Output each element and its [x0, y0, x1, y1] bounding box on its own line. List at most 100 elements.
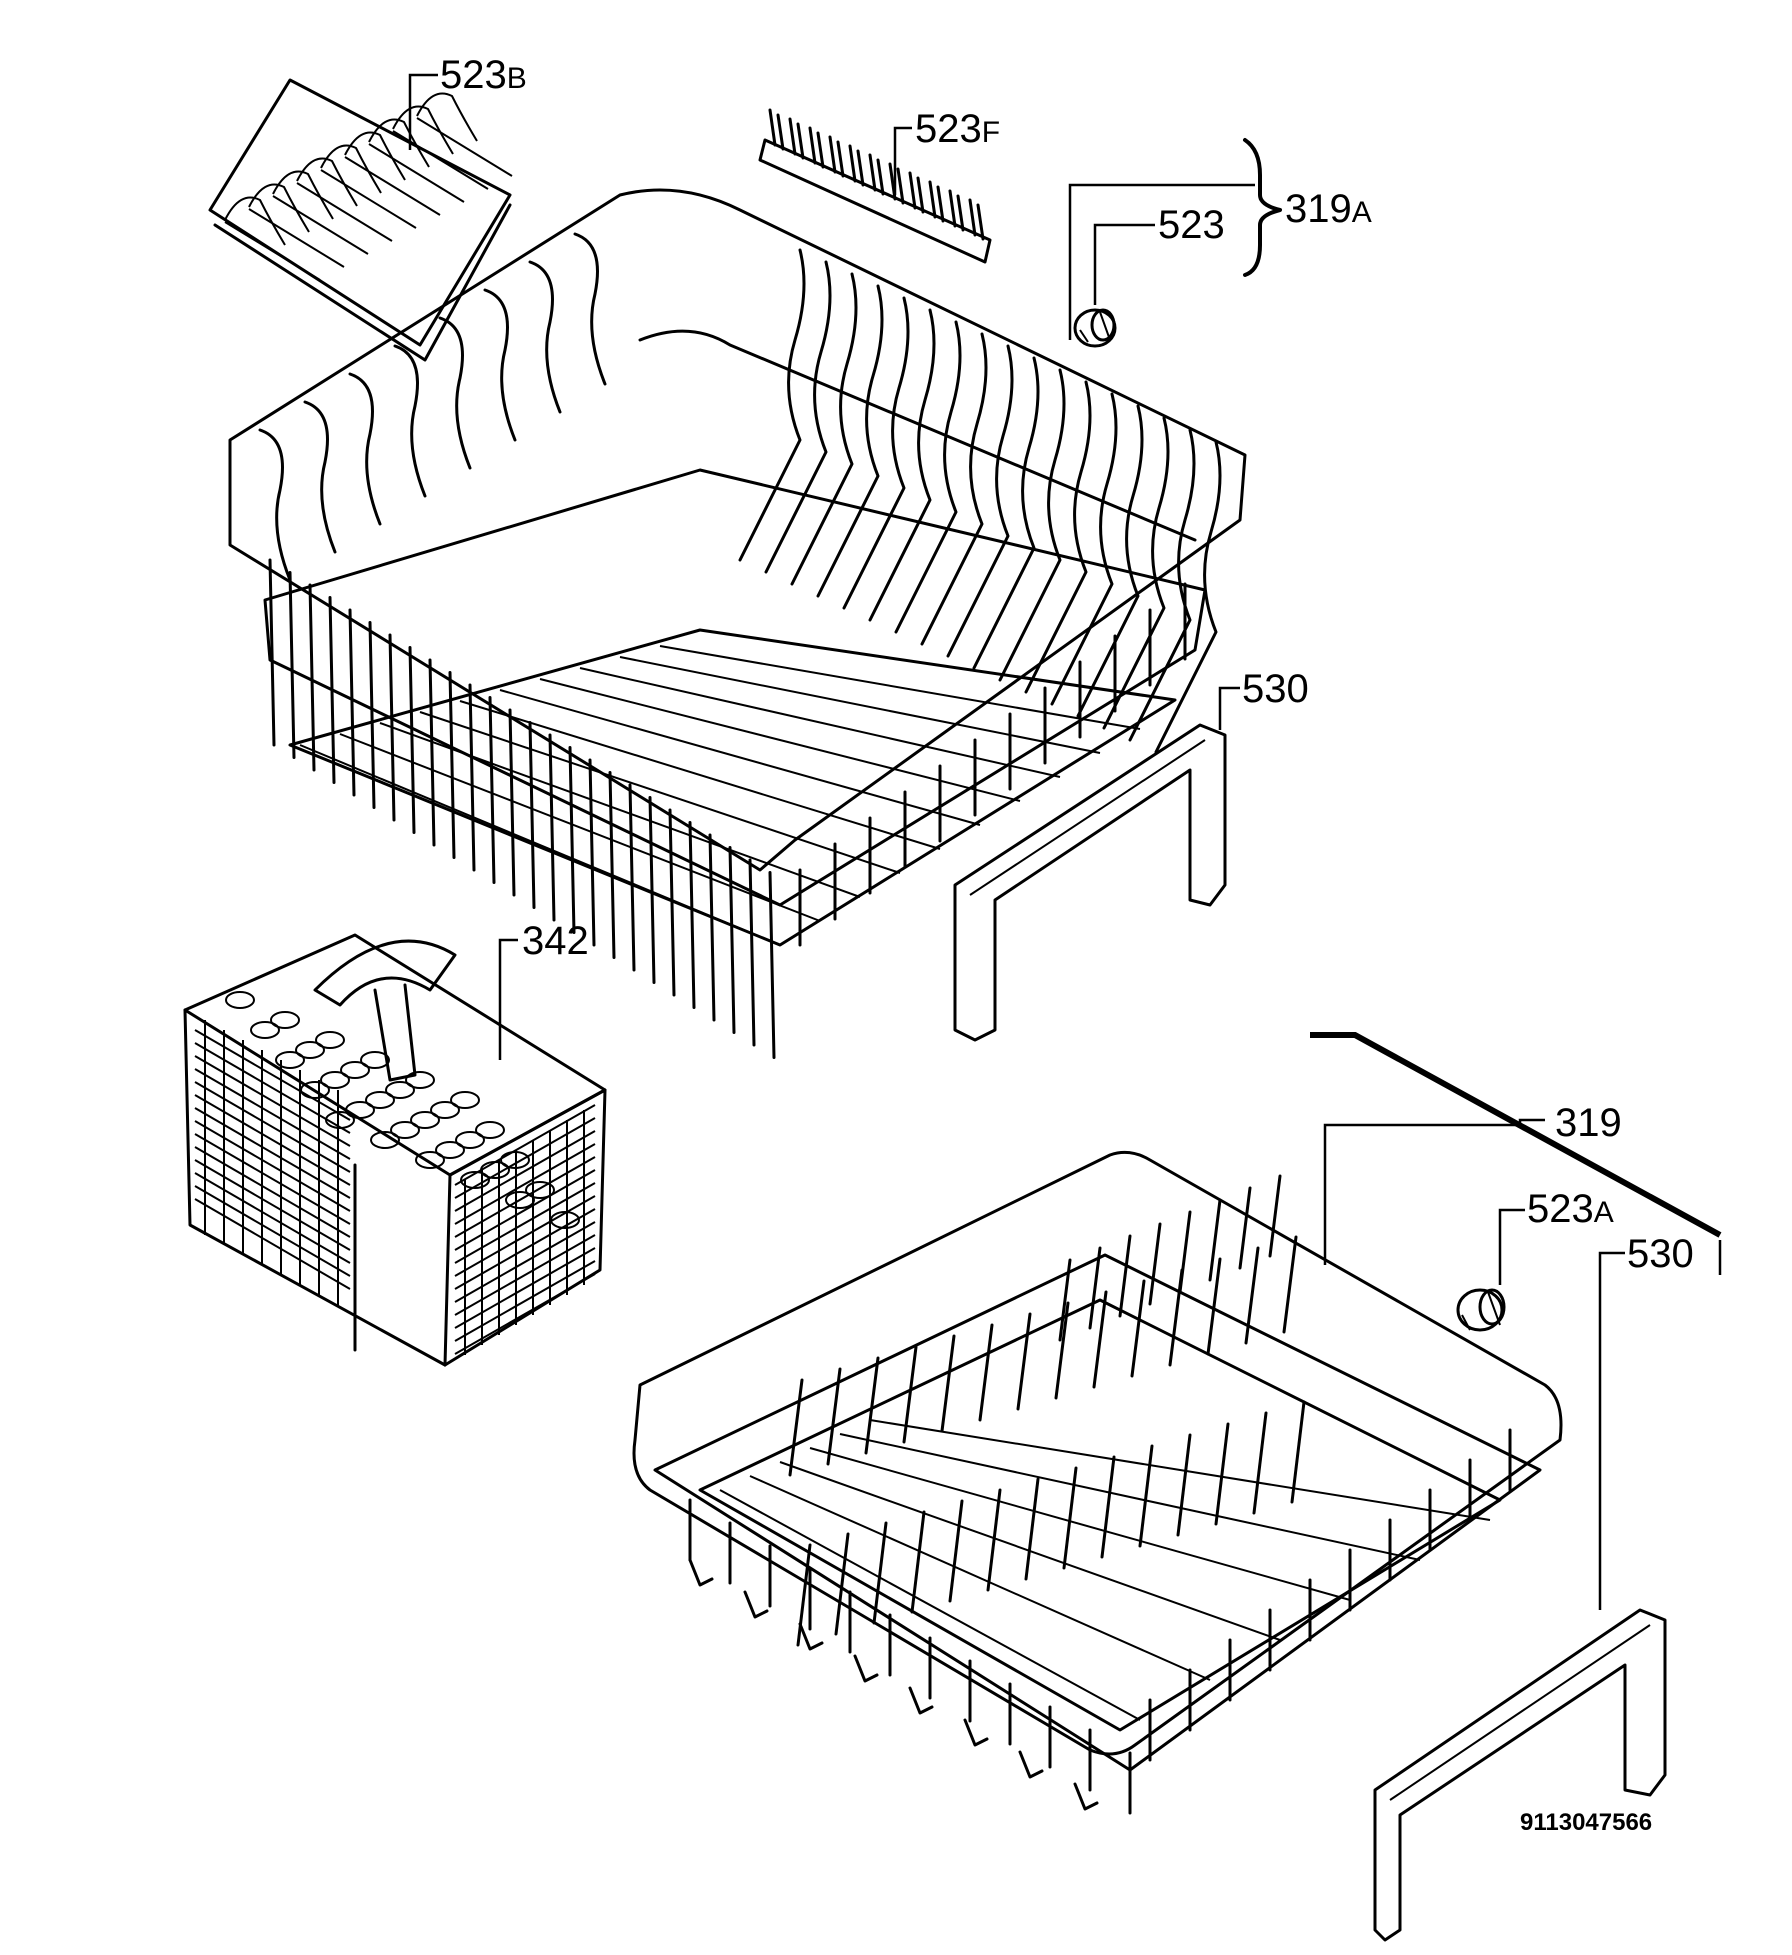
wire [688, 821, 696, 1009]
wire [272, 170, 334, 220]
label-523f: 523F [915, 107, 1000, 151]
wire [224, 196, 286, 246]
wire [1130, 1279, 1146, 1378]
wire [876, 158, 885, 196]
wire [454, 1195, 596, 1277]
wire [868, 308, 936, 622]
wire [1050, 392, 1118, 706]
wire [548, 733, 556, 922]
wire [454, 1117, 596, 1199]
wire [194, 1094, 351, 1186]
wire [1282, 1235, 1298, 1334]
wire [948, 1499, 964, 1603]
wire [1214, 1422, 1230, 1526]
wire [719, 1489, 1141, 1721]
wire [568, 746, 576, 934]
label-523a: 523A [1527, 1187, 1614, 1231]
wire [308, 583, 316, 772]
wire [419, 711, 901, 874]
lid-hole [325, 1111, 355, 1129]
wire [194, 1159, 351, 1251]
wire [764, 260, 832, 574]
wire [194, 1133, 351, 1225]
wire [488, 696, 496, 884]
lid-hole [415, 1151, 445, 1169]
lid-hole [340, 1061, 370, 1079]
lid-hole [370, 1131, 400, 1149]
wire [659, 645, 1141, 730]
lid-hole [525, 1181, 555, 1199]
wire [1238, 1186, 1252, 1270]
wire [776, 113, 785, 151]
wire [454, 1182, 596, 1264]
wire [258, 428, 292, 582]
wire [946, 344, 1014, 658]
wire [868, 153, 877, 192]
wire [392, 105, 454, 155]
wire [454, 1273, 596, 1355]
wire [798, 1622, 824, 1651]
lid-hole [475, 1121, 505, 1139]
wire [448, 671, 456, 859]
wire [816, 131, 825, 169]
wire [828, 135, 837, 174]
wire [856, 149, 865, 187]
wire [320, 169, 417, 229]
wire [748, 858, 756, 1047]
lid-hole [250, 1021, 280, 1039]
wire [834, 1532, 850, 1636]
wire [528, 721, 536, 909]
wire [288, 571, 296, 759]
label-342: 342 [522, 919, 589, 963]
wire [194, 1198, 351, 1290]
wire [790, 272, 858, 586]
wire [368, 118, 430, 168]
wire [268, 558, 276, 747]
rail-cover-530-lower [1373, 1608, 1667, 1942]
wire [1208, 1198, 1222, 1282]
wire [379, 722, 861, 898]
wire [1076, 404, 1144, 718]
wire [194, 1185, 351, 1277]
wire [579, 667, 1061, 778]
wire [842, 296, 910, 610]
wire [320, 144, 382, 194]
wire [339, 733, 821, 922]
wire [963, 1718, 989, 1747]
drawing-code: 9113047566 [1520, 1809, 1652, 1836]
wire [194, 1055, 351, 1147]
wire [454, 1143, 596, 1225]
wire [328, 596, 336, 784]
lid-hole [360, 1051, 390, 1069]
wire [668, 808, 676, 997]
wire [628, 783, 636, 972]
wire [539, 678, 1021, 802]
wire [738, 248, 806, 562]
wire [1138, 1444, 1154, 1548]
lid-hole [460, 1171, 490, 1189]
wire [454, 1156, 596, 1238]
tine-rack-523b [208, 78, 513, 362]
wire [392, 130, 489, 190]
wire [608, 771, 616, 959]
wire [454, 1208, 596, 1290]
wire [344, 131, 406, 181]
wire [1176, 1433, 1192, 1537]
wheel-523 [1073, 308, 1117, 348]
wire [528, 260, 562, 414]
lower-basket [632, 1150, 1563, 1815]
label-319: 319 [1555, 1101, 1622, 1145]
group-bracket-319a [1243, 138, 1282, 277]
wire [972, 356, 1040, 670]
wire [1252, 1411, 1268, 1515]
lid-hole [550, 1211, 580, 1229]
wire [368, 621, 376, 809]
label-523b: 523B [440, 53, 527, 97]
wire [248, 208, 345, 268]
wire [454, 1221, 596, 1303]
wire [1118, 1234, 1132, 1318]
wire [1244, 1246, 1260, 1345]
wire [296, 157, 358, 207]
